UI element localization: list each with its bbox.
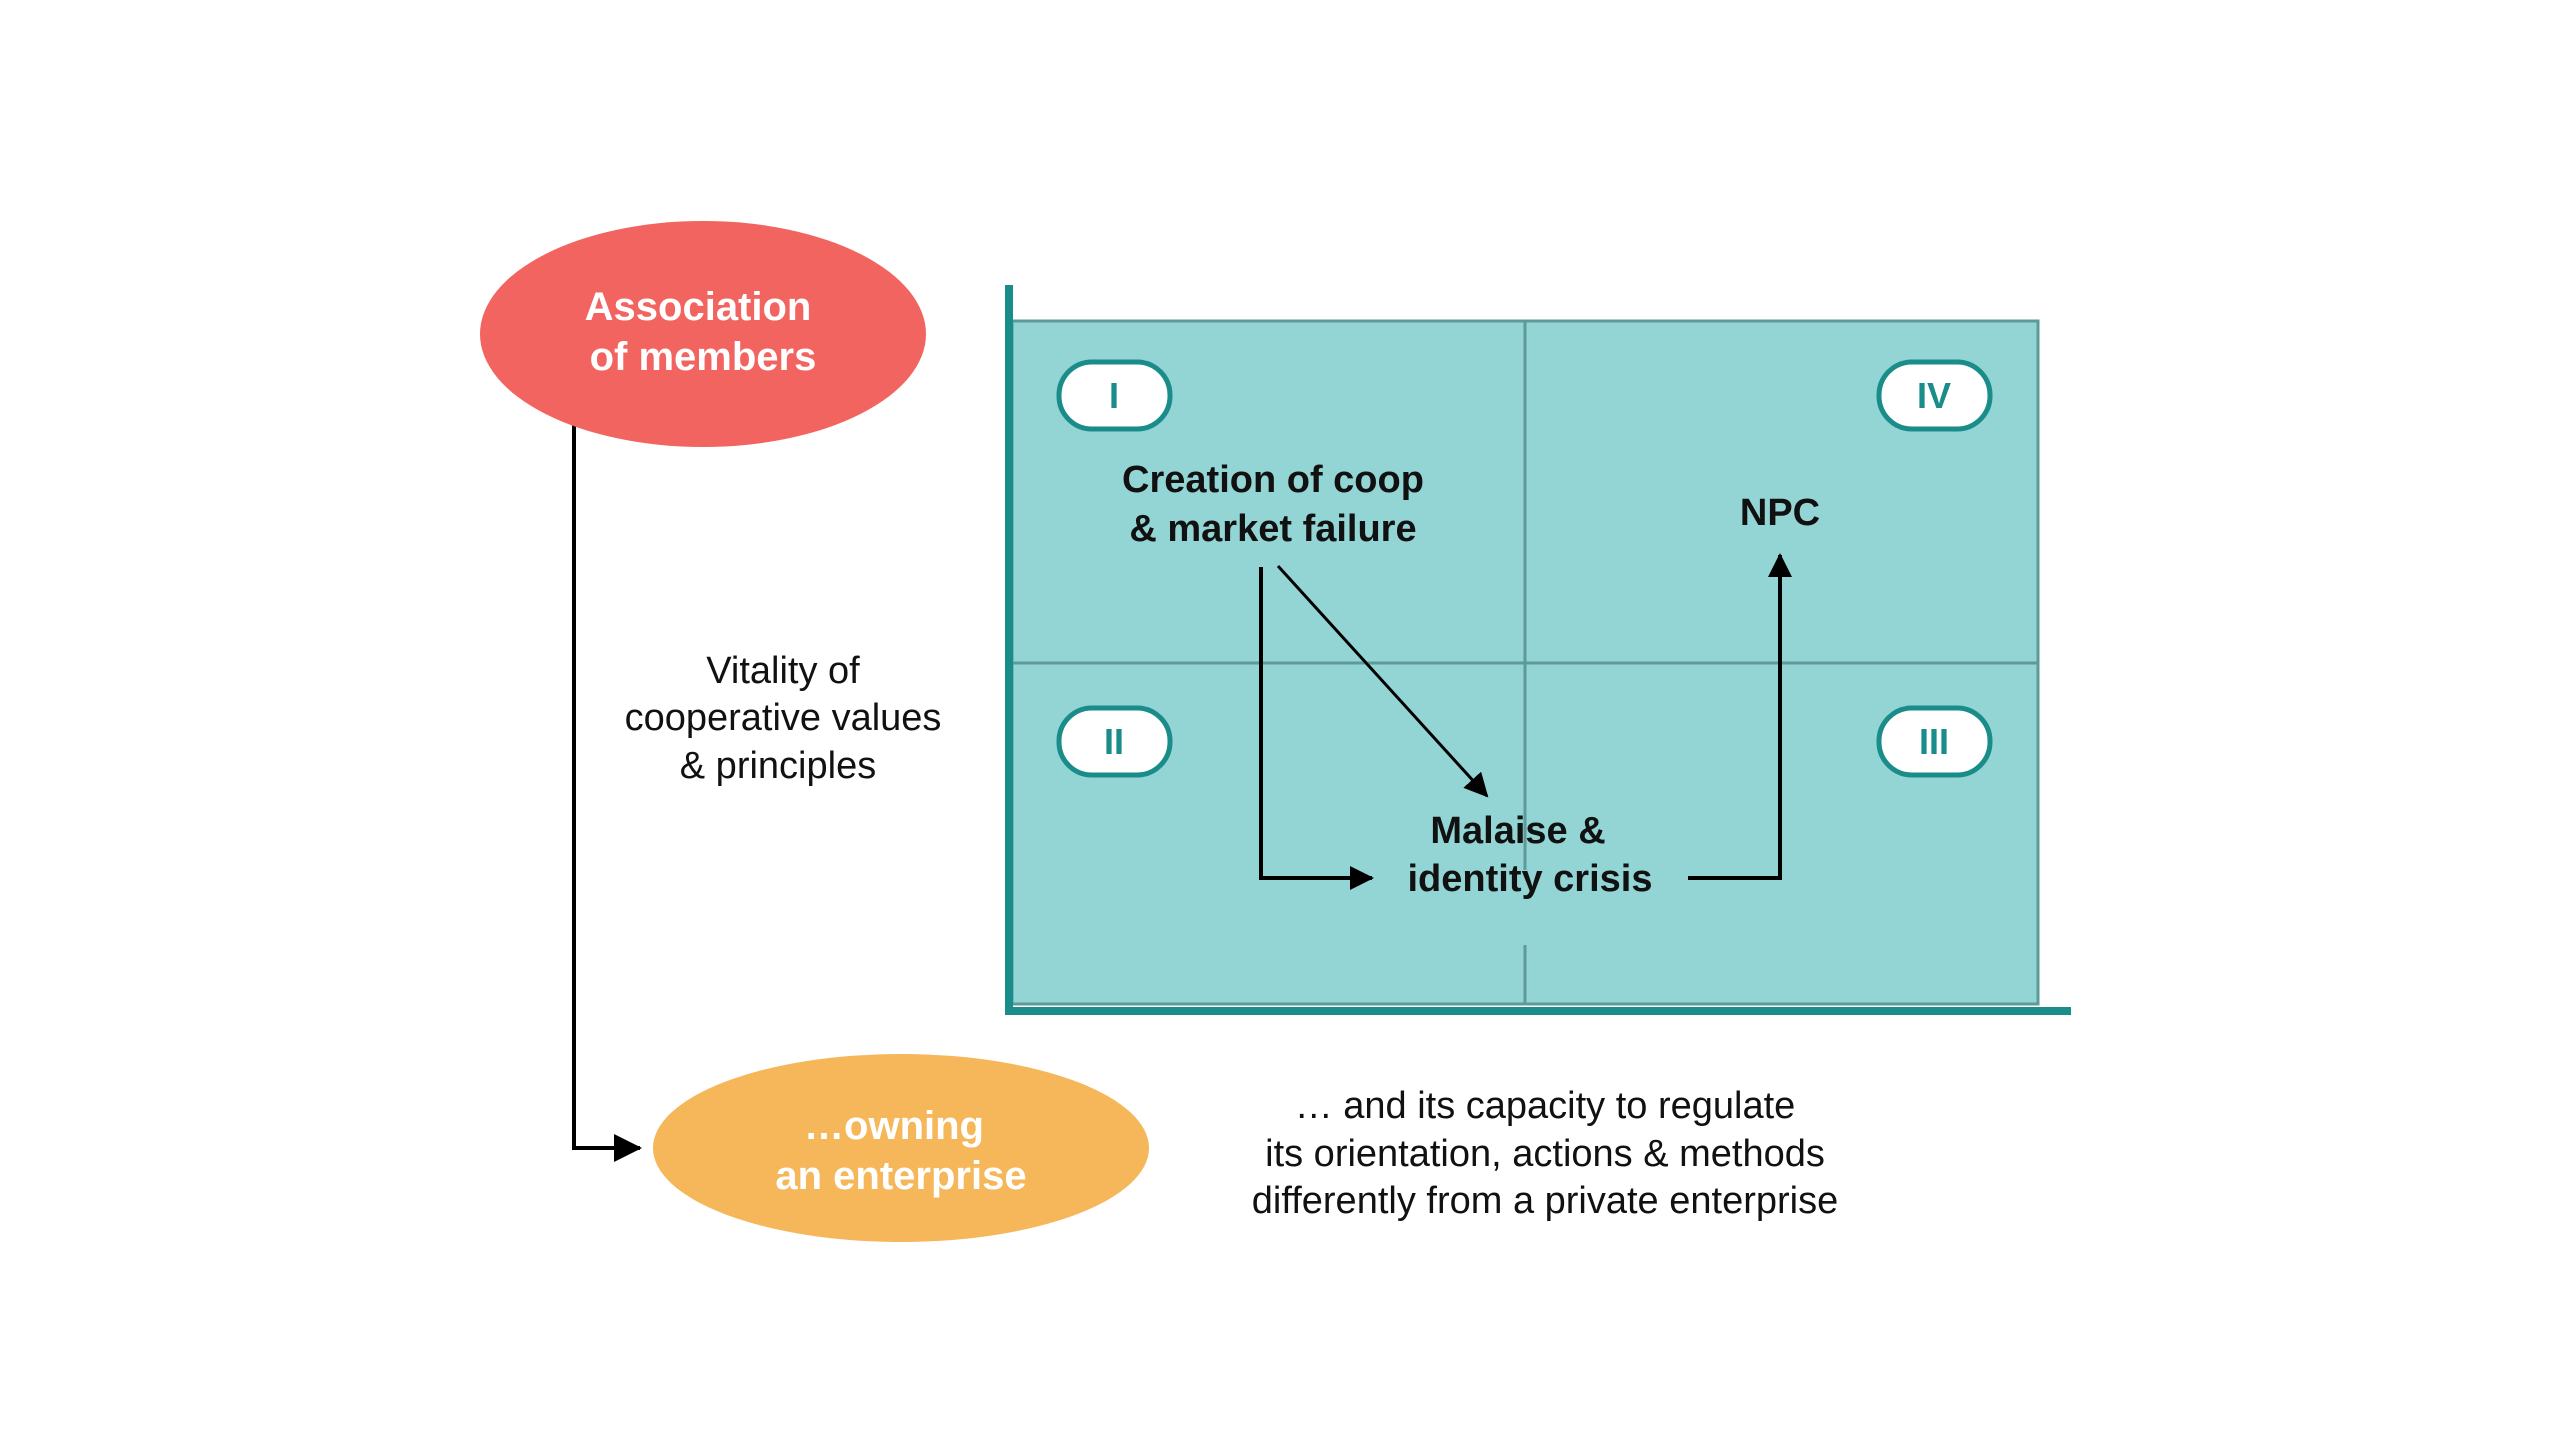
- capacity-line2: its orientation, actions & methods: [1265, 1133, 1825, 1175]
- badge-pill: [1876, 359, 1993, 432]
- connector-association-to-enterprise: [572, 420, 642, 1162]
- creation-line2: & market failure: [1129, 508, 1416, 550]
- vitality-line3: & principles: [680, 745, 876, 787]
- enterprise-ellipse: [653, 1054, 1149, 1242]
- association-of-members-node: Association of members: [480, 221, 926, 447]
- owning-enterprise-node: …owning an enterprise: [653, 1054, 1149, 1242]
- quadrant-grid: [1010, 319, 2040, 1006]
- quadrant-badge-iv: IV: [1876, 359, 1993, 432]
- badge-label: IV: [1917, 375, 1951, 416]
- badge-pill: [1056, 359, 1173, 432]
- quadrant-badge-iii: III: [1876, 705, 1993, 778]
- malaise-node: Malaise & identity crisis: [1408, 810, 1653, 900]
- capacity-caption: … and its capacity to regulate its orien…: [1252, 1085, 1838, 1222]
- creation-of-coop-node: Creation of coop & market failure: [1122, 459, 1424, 550]
- badge-label: II: [1104, 721, 1124, 762]
- capacity-line1: … and its capacity to regulate: [1295, 1085, 1796, 1127]
- vitality-line2: cooperative values: [625, 697, 942, 739]
- badge-pill: [1056, 705, 1173, 778]
- creation-line1: Creation of coop: [1122, 459, 1424, 501]
- enterprise-label-line1: …owning: [804, 1104, 984, 1148]
- quadrant-badge-ii: II: [1056, 705, 1173, 778]
- association-label-line1: Association: [585, 285, 812, 329]
- malaise-line2: identity crisis: [1408, 858, 1653, 900]
- arrow-creation-to-malaise-diagonal: [1276, 564, 1489, 798]
- arrow-malaise-to-npc: [1688, 553, 1792, 880]
- npc-node: NPC: [1740, 492, 1820, 534]
- association-ellipse: [480, 221, 926, 447]
- capacity-line3: differently from a private enterprise: [1252, 1180, 1838, 1222]
- arrow-creation-to-malaise-elbow: [1259, 567, 1374, 890]
- association-label-line2: of members: [590, 335, 817, 379]
- malaise-line1: Malaise &: [1430, 810, 1605, 852]
- quadrant-badge-i: I: [1056, 359, 1173, 432]
- vitality-caption: Vitality of cooperative values & princip…: [625, 650, 942, 787]
- badge-pill: [1876, 705, 1993, 778]
- badge-label: III: [1919, 721, 1949, 762]
- badge-label: I: [1109, 375, 1119, 416]
- vitality-line1: Vitality of: [706, 650, 860, 692]
- enterprise-label-line2: an enterprise: [775, 1154, 1026, 1198]
